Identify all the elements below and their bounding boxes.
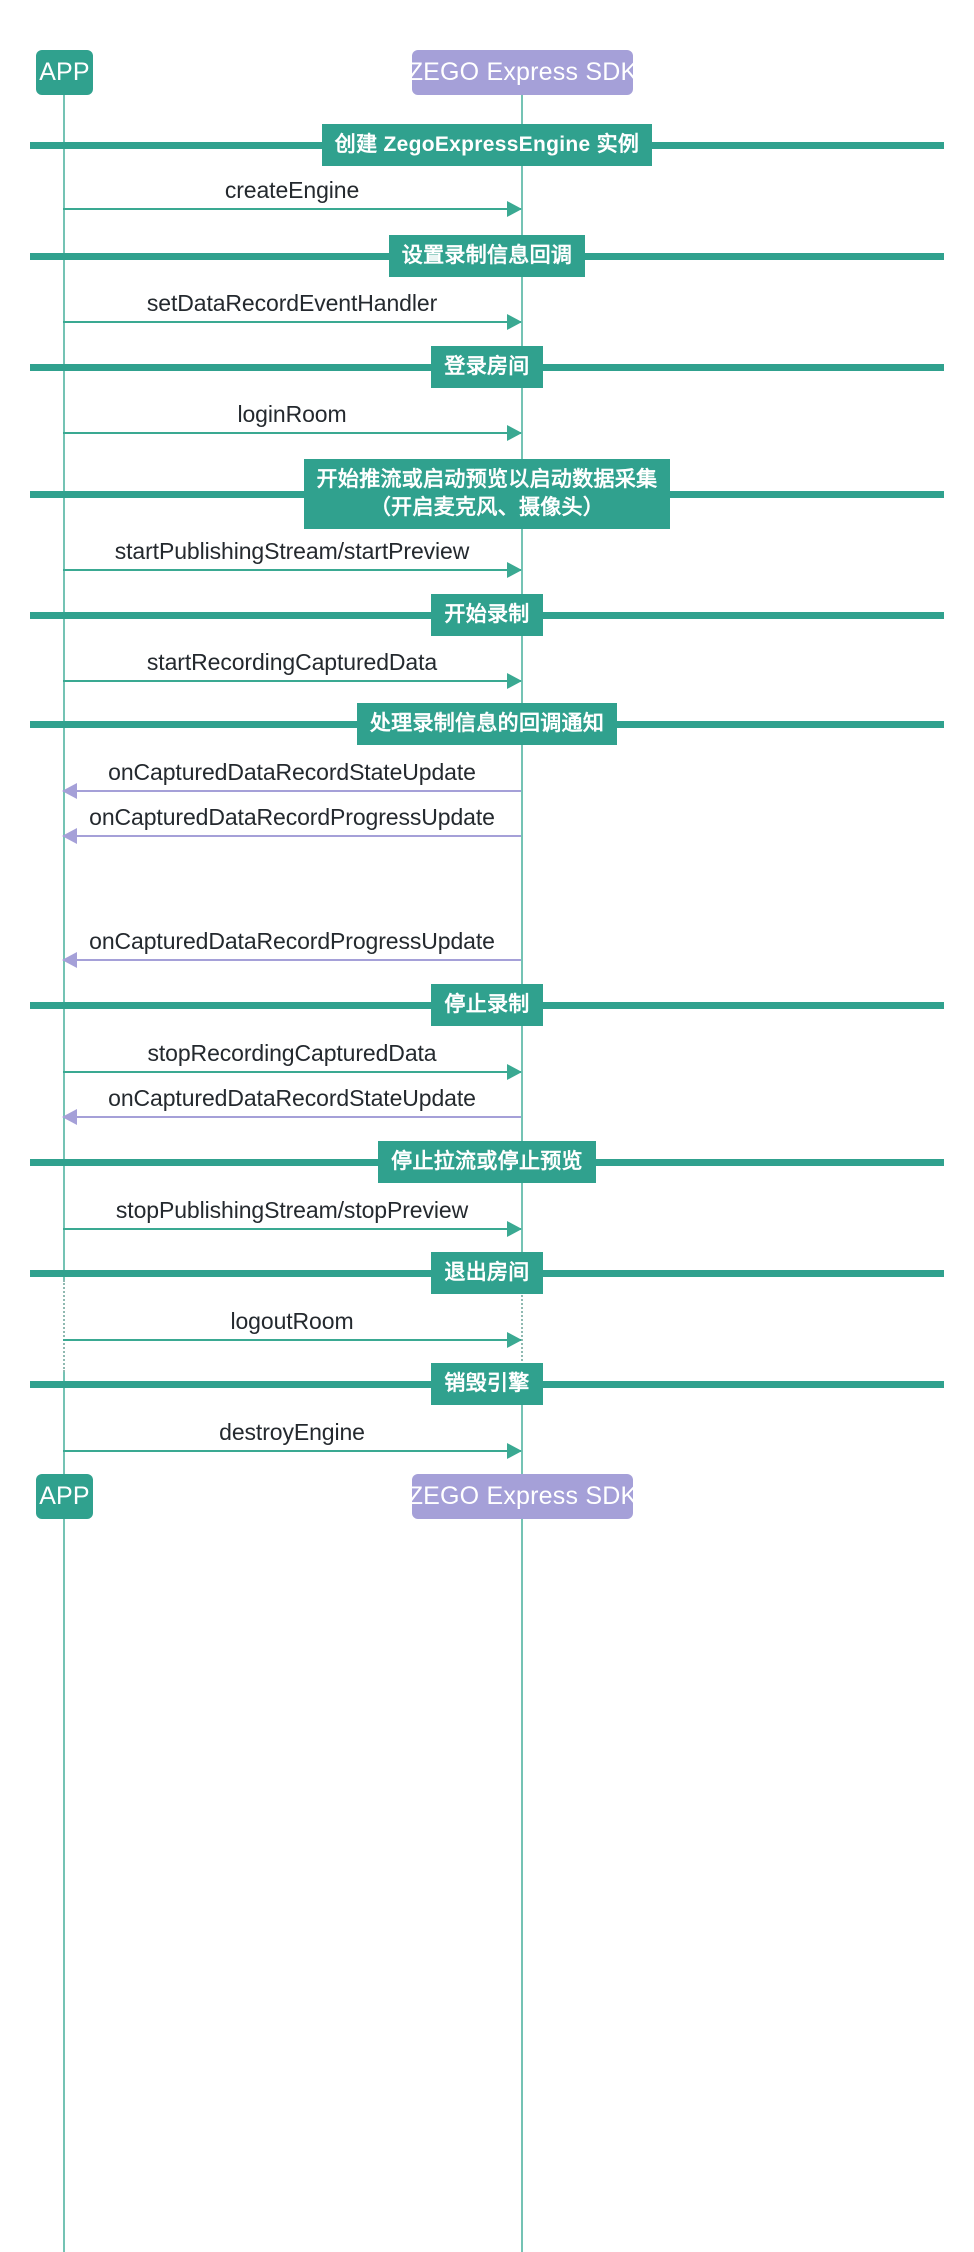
section-destroy-engine: 销毁引擎 — [0, 1362, 974, 1406]
section-logout-room: 退出房间 — [0, 1251, 974, 1295]
message-arrow-line — [63, 835, 521, 837]
section-stop-recording: 停止录制 — [0, 983, 974, 1027]
message-logout-room-label: logoutRoom — [230, 1308, 354, 1334]
message-on-captured-data-record-state-update-1: onCapturedDataRecordStateUpdate — [62, 752, 521, 799]
arrow-head-icon — [62, 952, 77, 968]
message-arrow-line — [63, 569, 521, 571]
message-on-captured-data-record-progress-update-2: onCapturedDataRecordProgressUpdate — [62, 921, 521, 968]
message-stop-recording-captured-data-label: stopRecordingCapturedData — [147, 1040, 437, 1066]
message-start-publishing-stream-label: startPublishingStream/startPreview — [114, 538, 470, 564]
message-create-engine-label: createEngine — [224, 177, 360, 203]
section-stop-publishing-label: 停止拉流或停止预览 — [378, 1140, 596, 1184]
section-set-record-handler: 设置录制信息回调 — [0, 234, 974, 278]
arrow-head-icon — [507, 1443, 522, 1459]
message-on-captured-data-record-state-update-2: onCapturedDataRecordStateUpdate — [62, 1078, 521, 1125]
message-logout-room: logoutRoom — [63, 1301, 522, 1348]
actor-sdk-top: ZEGO Express SDK — [408, 50, 637, 95]
lifeline-sdk-upper — [521, 95, 523, 1280]
actor-sdk-bottom: ZEGO Express SDK — [408, 1474, 637, 1519]
section-stop-recording-label: 停止录制 — [431, 983, 543, 1027]
message-login-room-label: loginRoom — [237, 401, 347, 427]
arrow-head-icon — [62, 783, 77, 799]
section-set-record-handler-label: 设置录制信息回调 — [388, 234, 586, 278]
lifeline-sdk-dotted — [521, 1280, 523, 1372]
message-arrow-line — [63, 1228, 521, 1230]
message-start-publishing-stream: startPublishingStream/startPreview — [63, 531, 522, 578]
message-stop-publishing-stream: stopPublishingStream/stopPreview — [63, 1190, 522, 1237]
section-start-publishing-label: 开始推流或启动预览以启动数据采集 （开启麦克风、摄像头） — [303, 459, 671, 529]
message-arrow-line — [63, 1071, 521, 1073]
message-create-engine: createEngine — [63, 170, 522, 217]
actor-sdk-top-label: ZEGO Express SDK — [407, 58, 638, 86]
section-create-engine: 创建 ZegoExpressEngine 实例 — [0, 123, 974, 167]
section-handle-callbacks: 处理录制信息的回调通知 — [0, 702, 974, 746]
message-set-data-record-event-handler-label: setDataRecordEventHandler — [146, 290, 438, 316]
actor-app-top-label: APP — [39, 58, 90, 86]
actor-app-bottom: APP — [36, 1474, 93, 1519]
message-on-captured-data-record-progress-update-1-label: onCapturedDataRecordProgressUpdate — [89, 804, 495, 830]
message-destroy-engine: destroyEngine — [63, 1412, 522, 1459]
arrow-head-icon — [507, 1221, 522, 1237]
message-destroy-engine-label: destroyEngine — [219, 1419, 365, 1445]
message-start-recording-captured-data: startRecordingCapturedData — [63, 642, 522, 689]
message-start-recording-captured-data-label: startRecordingCapturedData — [146, 649, 438, 675]
message-arrow-line — [63, 790, 521, 792]
message-login-room: loginRoom — [63, 394, 522, 441]
arrow-head-icon — [507, 201, 522, 217]
lifeline-app-upper — [63, 95, 65, 1280]
section-login-room-label: 登录房间 — [431, 345, 543, 389]
section-stop-publishing: 停止拉流或停止预览 — [0, 1140, 974, 1184]
message-on-captured-data-record-progress-update-1: onCapturedDataRecordProgressUpdate — [62, 797, 521, 844]
message-on-captured-data-record-progress-update-2-label: onCapturedDataRecordProgressUpdate — [89, 928, 495, 954]
message-arrow-line — [63, 959, 521, 961]
lifeline-app-dotted — [63, 1280, 65, 1372]
message-arrow-line — [63, 208, 521, 210]
message-arrow-line — [63, 680, 521, 682]
arrow-head-icon — [62, 1109, 77, 1125]
message-stop-recording-captured-data: stopRecordingCapturedData — [63, 1033, 522, 1080]
arrow-head-icon — [507, 673, 522, 689]
message-on-captured-data-record-state-update-1-label: onCapturedDataRecordStateUpdate — [108, 759, 476, 785]
arrow-head-icon — [507, 1332, 522, 1348]
lifeline-app-lower — [63, 1372, 65, 2252]
arrow-head-icon — [507, 562, 522, 578]
message-arrow-line — [63, 432, 521, 434]
message-arrow-line — [63, 1339, 521, 1341]
actor-app-top: APP — [36, 50, 93, 95]
section-handle-callbacks-label: 处理录制信息的回调通知 — [356, 702, 618, 746]
section-login-room: 登录房间 — [0, 345, 974, 389]
section-destroy-engine-label: 销毁引擎 — [431, 1362, 543, 1406]
actor-sdk-bottom-label: ZEGO Express SDK — [407, 1482, 638, 1510]
message-stop-publishing-stream-label: stopPublishingStream/stopPreview — [115, 1197, 469, 1223]
message-arrow-line — [63, 321, 521, 323]
lifeline-sdk-lower — [521, 1372, 523, 2252]
section-start-recording: 开始录制 — [0, 593, 974, 637]
message-arrow-line — [63, 1116, 521, 1118]
arrow-head-icon — [507, 314, 522, 330]
section-start-publishing: 开始推流或启动预览以启动数据采集 （开启麦克风、摄像头） — [0, 457, 974, 531]
arrow-head-icon — [507, 425, 522, 441]
section-create-engine-label: 创建 ZegoExpressEngine 实例 — [321, 123, 653, 167]
message-arrow-line — [63, 1450, 521, 1452]
message-set-data-record-event-handler: setDataRecordEventHandler — [63, 283, 522, 330]
arrow-head-icon — [62, 828, 77, 844]
section-logout-room-label: 退出房间 — [431, 1251, 543, 1295]
arrow-head-icon — [507, 1064, 522, 1080]
message-on-captured-data-record-state-update-2-label: onCapturedDataRecordStateUpdate — [108, 1085, 476, 1111]
section-start-recording-label: 开始录制 — [431, 593, 543, 637]
actor-app-bottom-label: APP — [39, 1482, 90, 1510]
